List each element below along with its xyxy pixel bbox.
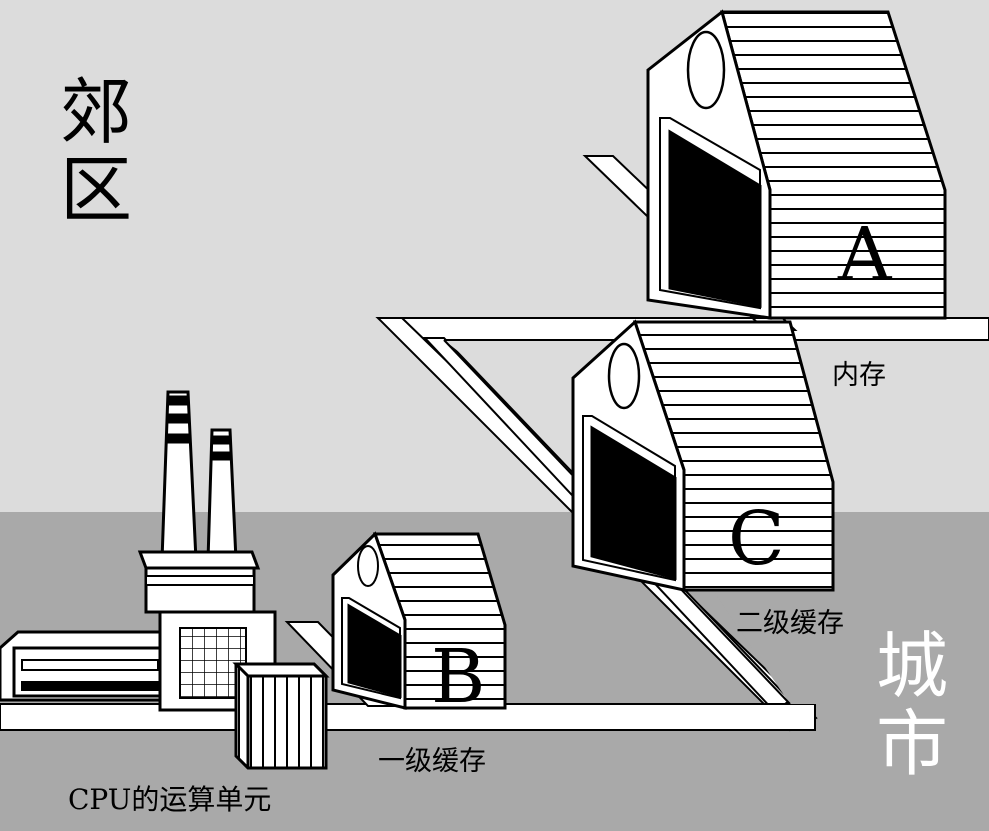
warehouse-a-letter: A xyxy=(838,212,892,298)
cpu-caption: CPU的运算单元 xyxy=(68,783,272,816)
l2-cache-caption: 二级缓存 xyxy=(736,608,844,639)
suburb-char-1: 郊 xyxy=(60,70,133,154)
city-char-1: 城 xyxy=(876,624,949,708)
suburb-char-2: 区 xyxy=(60,148,133,232)
cpu-factory xyxy=(0,390,330,770)
memory-caption: 内存 xyxy=(832,360,886,391)
city-char-2: 市 xyxy=(876,702,949,786)
warehouse-c xyxy=(571,319,835,592)
suburb-label: 郊 区 xyxy=(60,76,150,226)
warehouse-a xyxy=(646,9,947,320)
city-label: 城 市 xyxy=(876,630,966,780)
l1-cache-caption: 一级缓存 xyxy=(378,746,486,777)
warehouse-b xyxy=(331,531,507,710)
warehouse-b-letter: B xyxy=(431,634,486,720)
warehouse-c-letter: C xyxy=(728,496,785,582)
